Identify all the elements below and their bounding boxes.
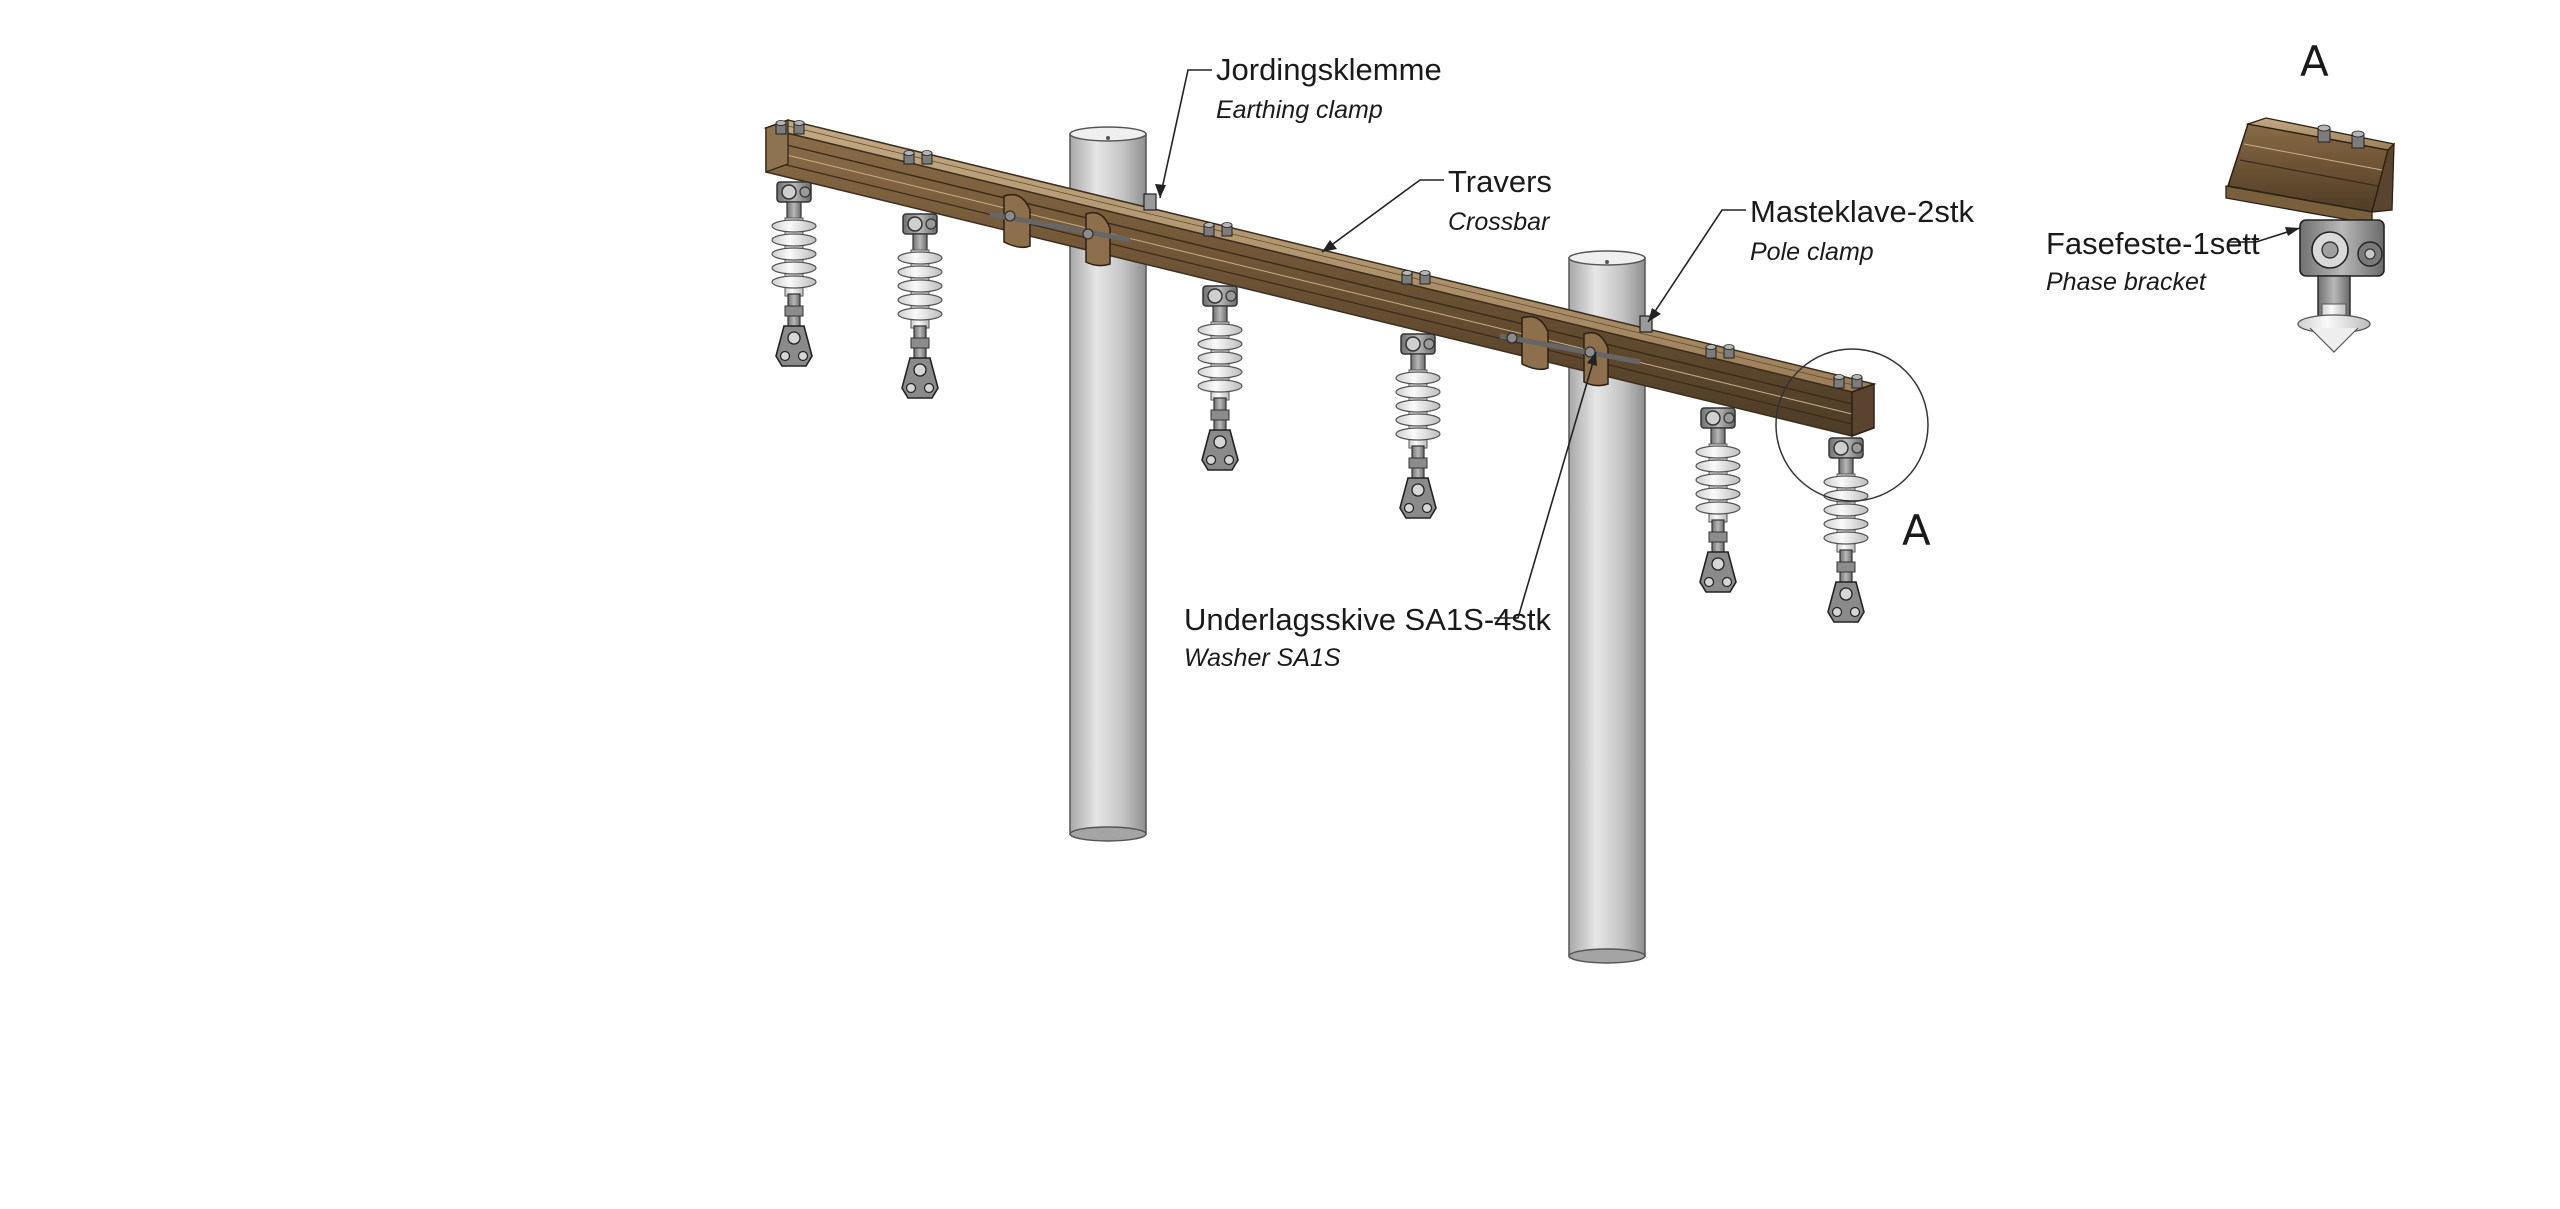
- detail-view-a: A: [2225, 37, 2396, 353]
- pole-clamp-label: Masteklave-2stk: [1750, 194, 1974, 229]
- detail-view-letter: A: [2300, 37, 2329, 86]
- crossbar-sublabel: Crossbar: [1448, 208, 1551, 236]
- earthing-clamp: [1143, 193, 1653, 333]
- insulator-4: [1395, 333, 1441, 519]
- callout-phase-bracket: Fasefeste-1sett Phase bracket: [2046, 226, 2301, 296]
- detail-marker: A: [1775, 348, 1931, 555]
- crossbar-label: Travers: [1448, 164, 1552, 199]
- insulator-6: [1823, 437, 1869, 623]
- phase-bracket-sublabel: Phase bracket: [2046, 268, 2207, 296]
- crossbar: [763, 119, 1877, 438]
- earthing-clamp-sublabel: Earthing clamp: [1216, 96, 1383, 124]
- callout-washer: Underlagsskive SA1S-4stk Washer SA1S: [1184, 351, 1597, 672]
- washer-label: Underlagsskive SA1S-4stk: [1184, 602, 1551, 637]
- insulator-2: [897, 213, 943, 399]
- detail-marker-letter: A: [1902, 506, 1931, 555]
- pole-clamp-left: [989, 193, 1131, 267]
- insulator-5: [1695, 407, 1741, 593]
- pole-clamp-sublabel: Pole clamp: [1750, 238, 1874, 266]
- phase-bracket-label: Fasefeste-1sett: [2046, 226, 2260, 261]
- callout-crossbar: Travers Crossbar: [1321, 164, 1552, 253]
- earthing-clamp-label: Jordingsklemme: [1216, 52, 1442, 87]
- insulator-1: [771, 181, 817, 367]
- callout-earthing-clamp: Jordingsklemme Earthing clamp: [1155, 52, 1442, 199]
- washer-sublabel: Washer SA1S: [1184, 644, 1341, 672]
- callout-pole-clamp: Masteklave-2stk Pole clamp: [1647, 194, 1974, 323]
- phase-bracket-detail: [2297, 219, 2385, 353]
- insulator-3: [1197, 285, 1243, 471]
